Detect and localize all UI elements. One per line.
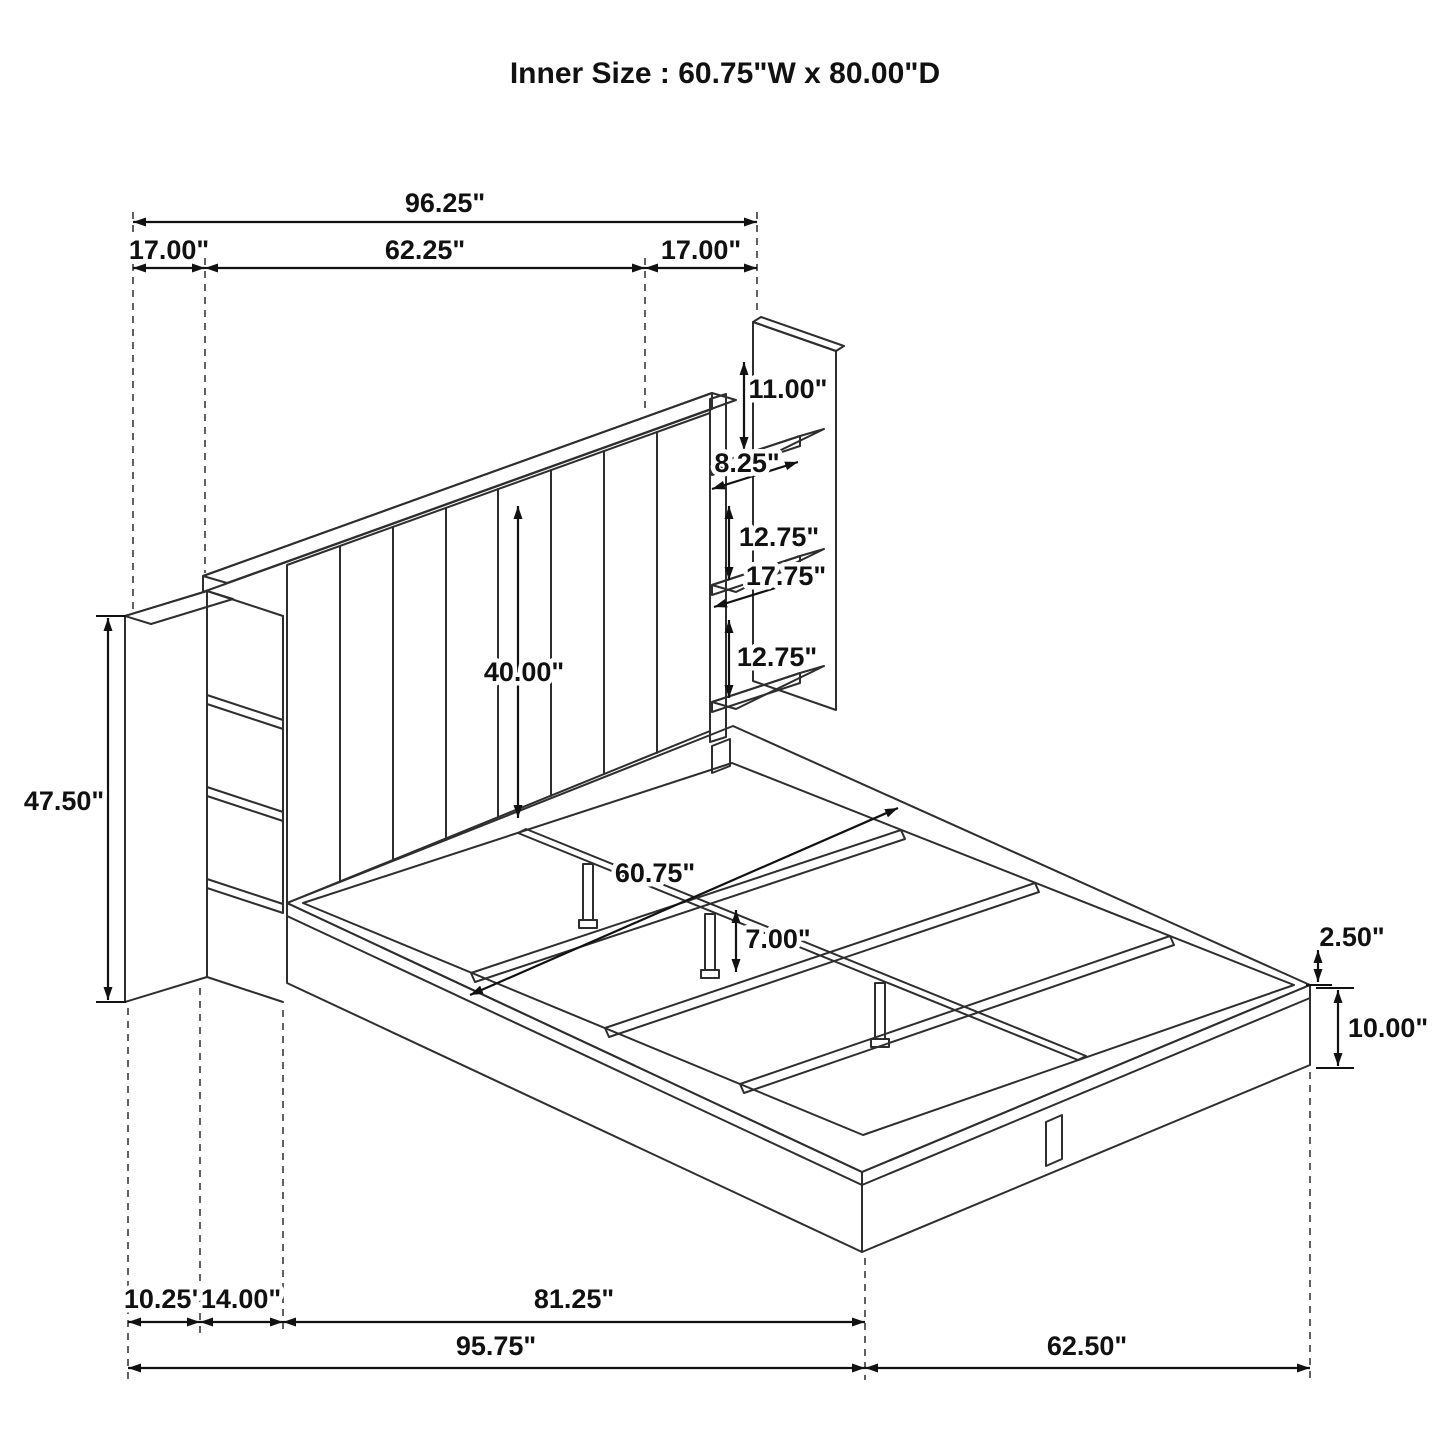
dim-label-rail-lip: 2.50"	[1319, 922, 1384, 952]
dim-label-overall-width: 96.25"	[405, 188, 485, 218]
dim-label-pier-base-depth: 10.25"	[124, 1284, 204, 1314]
rail-trim-line	[286, 915, 863, 1186]
center-leg-foot	[700, 969, 720, 979]
left-pier-top-face	[124, 590, 234, 625]
shelf-slab	[206, 694, 284, 730]
headboard-ledge	[202, 392, 737, 593]
dim-arrow-shelf-depth	[711, 460, 799, 491]
dim-label-pier-top-opening: 11.00"	[749, 374, 828, 404]
platform-foot-face	[861, 984, 1311, 1253]
cross-slat	[739, 935, 1175, 1094]
center-leg-foot	[578, 919, 598, 929]
dim-label-pier-front-depth: 14.00"	[201, 1284, 281, 1314]
dim-label-shelf-depth: 8.25"	[714, 448, 779, 478]
extension-lines	[127, 212, 1311, 1380]
right-pier-bookcase	[711, 316, 845, 713]
dim-label-frame-width: 62.50"	[1047, 1331, 1127, 1361]
left-pier-side-panel	[124, 590, 208, 1003]
center-leg	[874, 982, 886, 1040]
right-pier-back-panel-top	[752, 316, 845, 352]
shelf-slab	[206, 786, 284, 822]
center-leg	[704, 913, 716, 971]
dim-label-base-height: 10.00"	[1348, 1013, 1428, 1043]
right-pier-front-stile	[709, 393, 727, 743]
dimension-labels: Inner Size : 60.75"W x 80.00"D 96.25" 17…	[19, 57, 1432, 1366]
dim-arrow-pier-depth	[713, 579, 799, 609]
center-leg	[582, 863, 594, 921]
diagram-title: Inner Size : 60.75"W x 80.00"D	[510, 57, 940, 90]
left-pier-bottom-edge	[206, 976, 284, 1003]
dim-arrow-inner-width	[469, 806, 899, 997]
dim-label-frame-length: 81.25"	[534, 1284, 614, 1314]
dim-label-shelf-opening-upper: 12.75"	[739, 522, 819, 552]
dim-label-shelf-opening-lower: 12.75"	[737, 642, 817, 672]
dim-label-headboard-height: 40.00"	[484, 657, 564, 687]
dim-label-headboard-width: 62.25"	[385, 235, 465, 265]
shelf-slab	[711, 672, 801, 713]
shelf-slab	[711, 555, 801, 596]
rail-trim-line	[861, 997, 1311, 1186]
foot-rail-bracket	[1045, 1114, 1063, 1167]
left-pier-bookcase	[124, 590, 284, 1003]
dim-label-inner-width: 60.75"	[615, 858, 695, 888]
dimension-arrows	[96, 217, 1354, 1373]
dim-label-pier-depth: 17.75"	[746, 561, 826, 591]
dim-label-leg-height: 7.00"	[745, 924, 810, 954]
center-leg-foot	[870, 1038, 890, 1048]
shelf-slab	[206, 878, 284, 914]
dim-label-overall-depth: 95.75"	[456, 1331, 536, 1361]
bed-platform	[286, 725, 1311, 1253]
dim-label-right-pier-width: 17.00"	[661, 235, 741, 265]
dim-label-pier-height: 47.50"	[24, 786, 104, 816]
dim-label-left-pier-width: 17.00"	[129, 235, 209, 265]
ledge-front-face	[202, 392, 713, 593]
head-rail-bracket	[711, 738, 731, 774]
